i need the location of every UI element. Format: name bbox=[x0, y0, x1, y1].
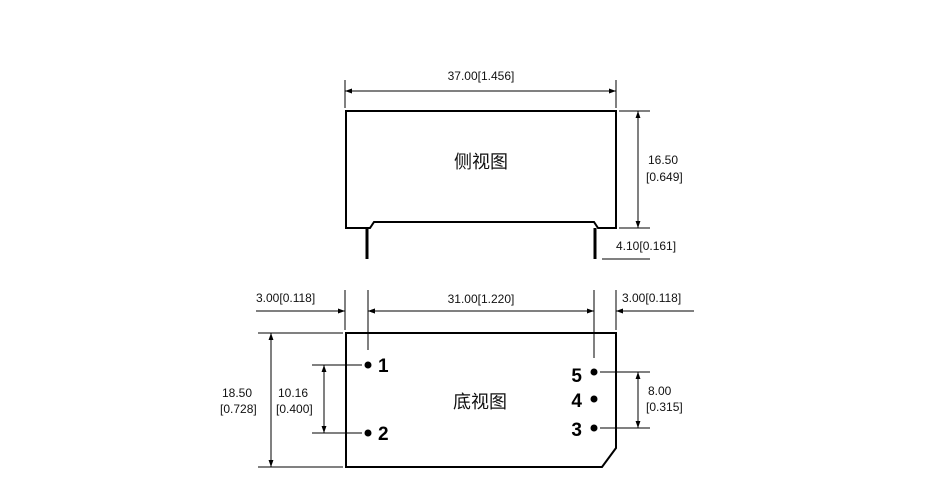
pin-1-label: 1 bbox=[378, 356, 389, 377]
left-pitch-label-in: [0.400] bbox=[276, 402, 313, 416]
side-height-label-in: [0.649] bbox=[646, 170, 683, 184]
pin-4-label: 4 bbox=[571, 391, 582, 412]
side-width-label: 37.00[1.456] bbox=[448, 69, 515, 83]
right-offset-label: 3.00[0.118] bbox=[622, 291, 681, 305]
bottom-height-label-mm: 18.50 bbox=[222, 386, 252, 400]
left-pitch-label-mm: 10.16 bbox=[278, 386, 308, 400]
side-pin-length-label: 4.10[0.161] bbox=[616, 239, 676, 253]
pin-2-label: 2 bbox=[378, 424, 389, 445]
pin-1-dot bbox=[364, 361, 372, 369]
side-view-body bbox=[345, 110, 617, 229]
right-pitch-label-mm: 8.00 bbox=[648, 384, 672, 398]
pin-4-dot bbox=[590, 395, 598, 403]
bottom-view-title: 底视图 bbox=[453, 392, 507, 413]
bottom-view: 底视图 1 2 5 4 3 3.00[0.118] 31.00[1.220] 3… bbox=[220, 290, 694, 468]
side-height-label-mm: 16.50 bbox=[648, 153, 678, 167]
bottom-height-label-in: [0.728] bbox=[220, 402, 257, 416]
pin-5-label: 5 bbox=[571, 366, 582, 387]
pin-3-label: 3 bbox=[571, 420, 582, 441]
pin-span-label: 31.00[1.220] bbox=[448, 292, 515, 306]
left-offset-label: 3.00[0.118] bbox=[256, 291, 315, 305]
pin-2-dot bbox=[364, 429, 372, 437]
side-view: 侧视图 37.00[1.456] 16.50 [0.649] 4.10[0.16… bbox=[344, 69, 683, 260]
pin-3-dot bbox=[590, 424, 598, 432]
side-view-title: 侧视图 bbox=[454, 152, 508, 173]
pin-5-dot bbox=[590, 368, 598, 376]
right-pitch-label-in: [0.315] bbox=[646, 400, 683, 414]
bottom-view-body bbox=[345, 332, 617, 468]
